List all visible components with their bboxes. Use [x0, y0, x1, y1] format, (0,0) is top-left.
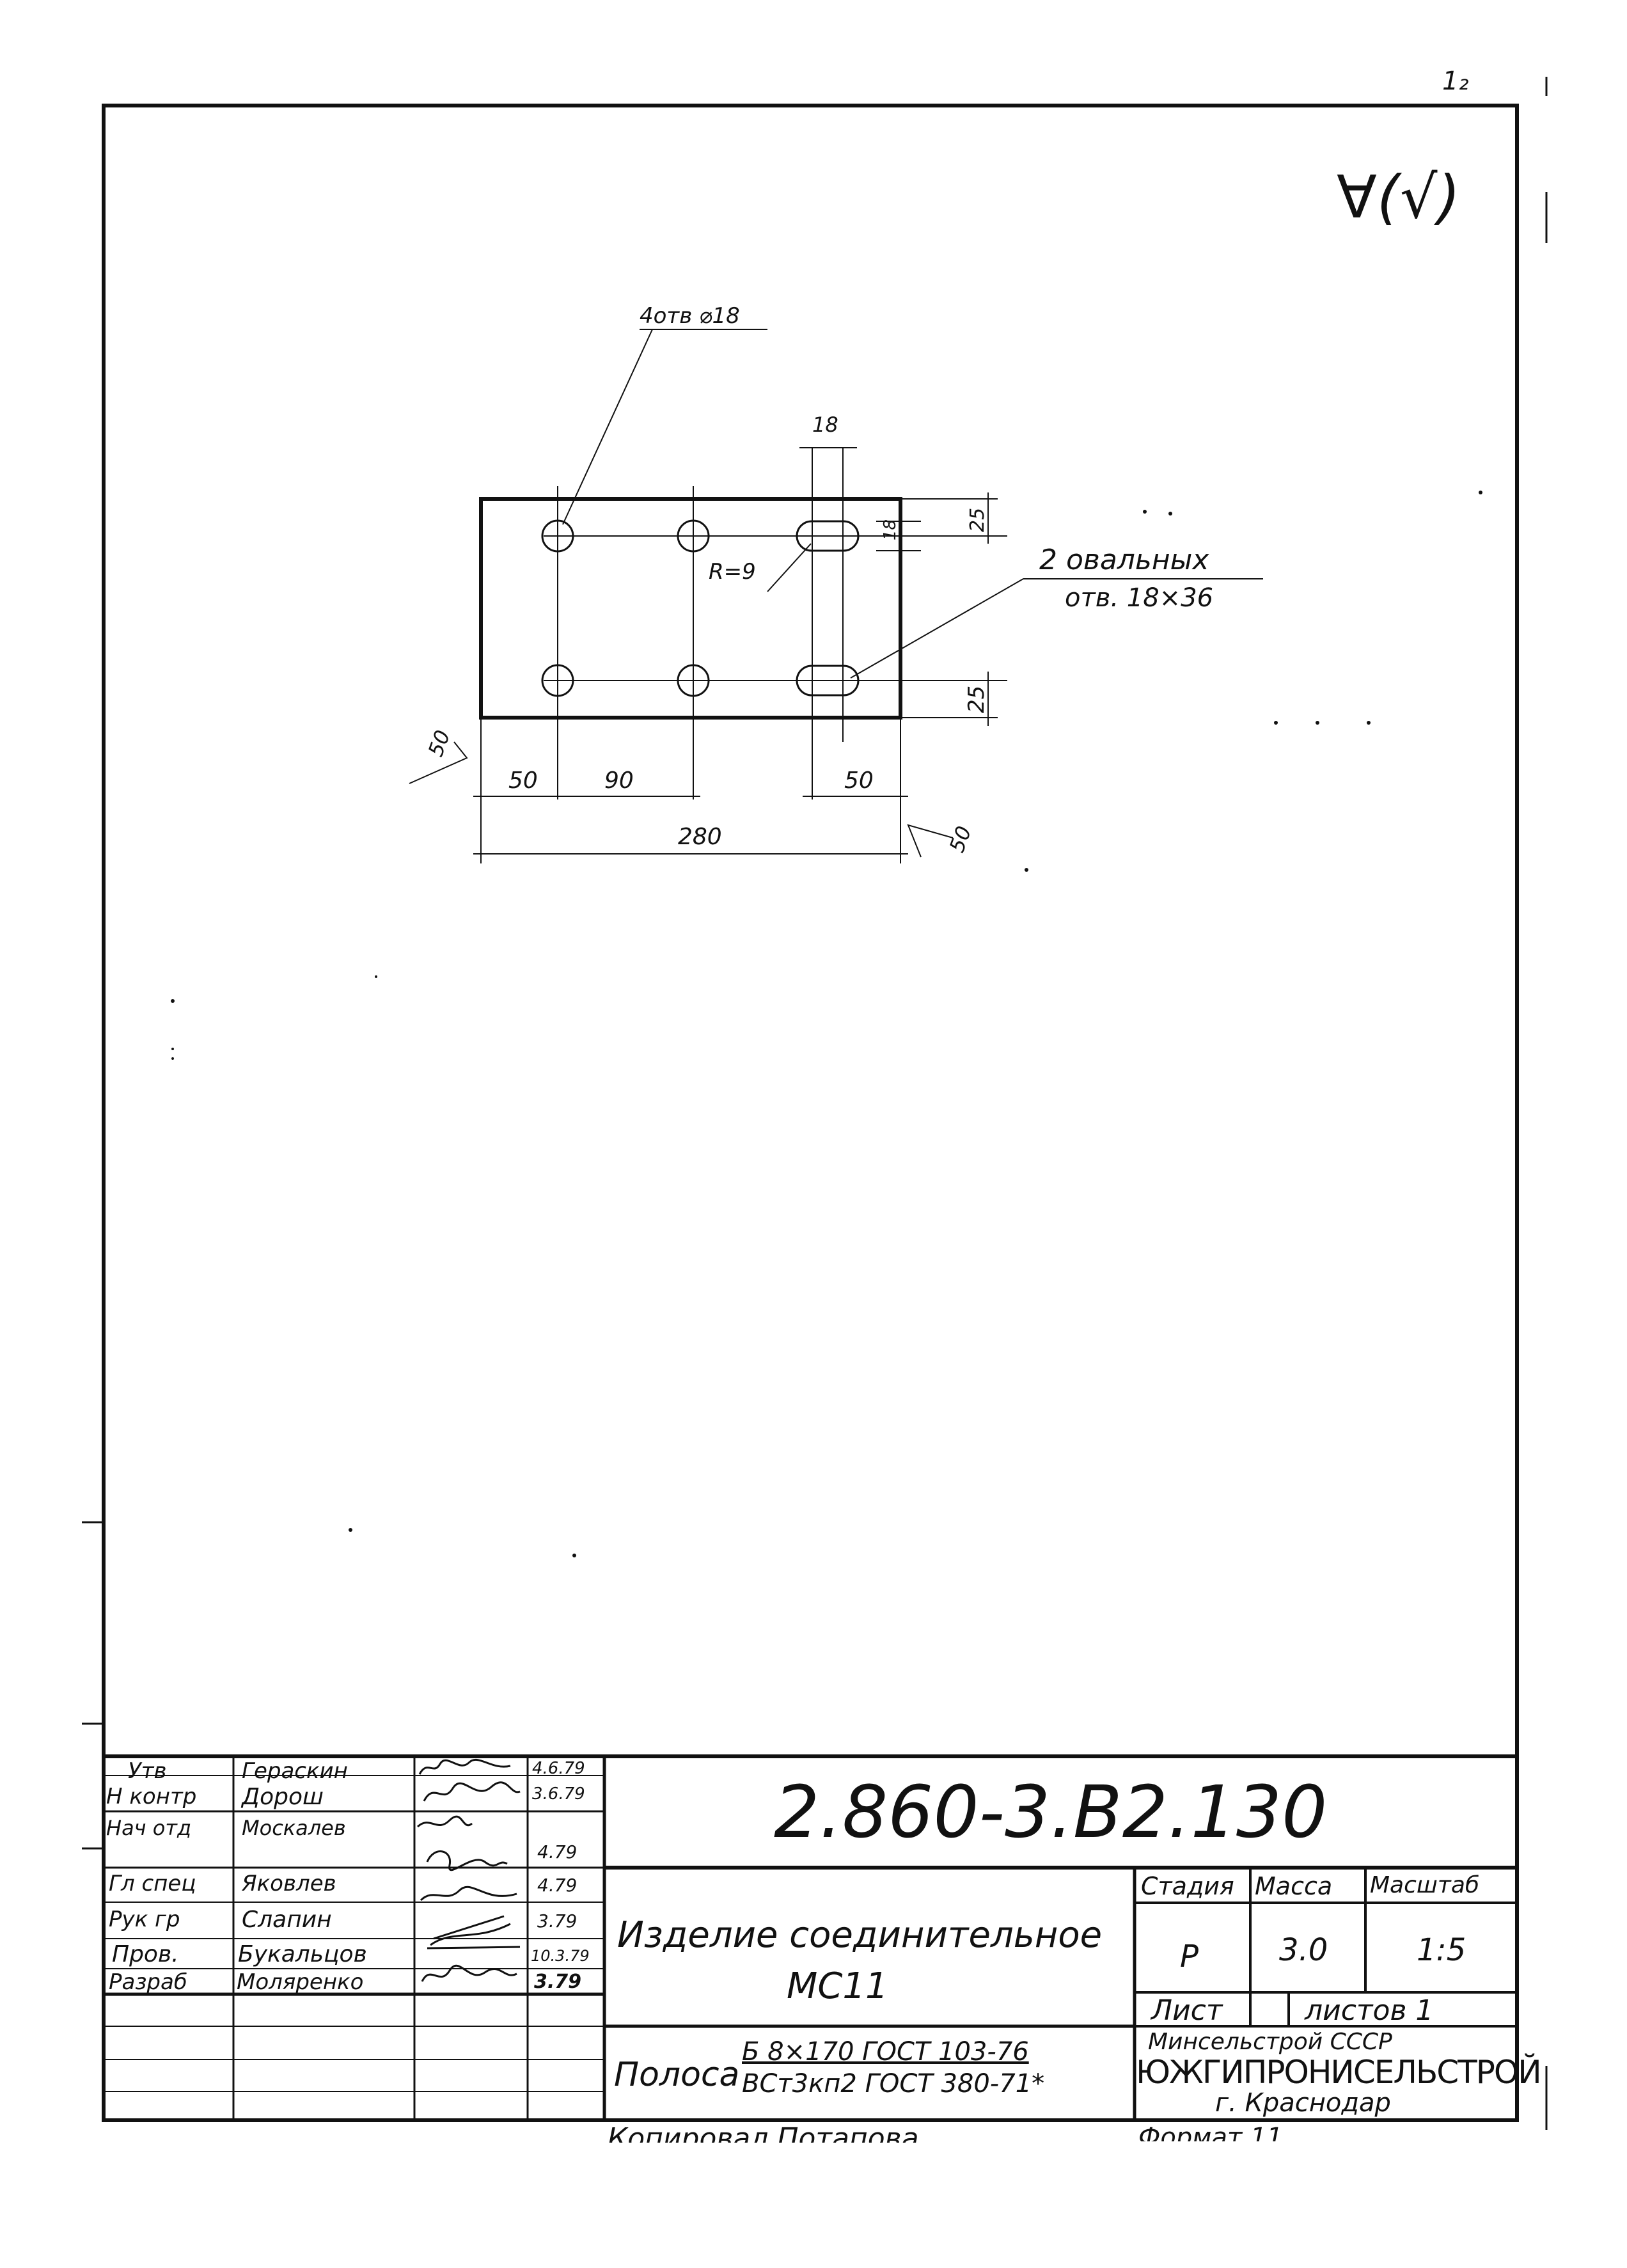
dimension-50-right: 50 [844, 768, 874, 794]
staff-name: Моляренко [237, 1969, 364, 1995]
mass-value: 3.0 [1279, 1932, 1328, 1968]
staff-name: Яковлев [242, 1871, 336, 1896]
staff-role: Нач отд [106, 1816, 192, 1840]
org-line3: г. Краснодар [1215, 2088, 1391, 2118]
oval-hole [796, 520, 860, 552]
staff-date: 3.79 [534, 1971, 582, 1993]
weld-label-left: 50 [423, 727, 455, 759]
staff-name: Букальцов [238, 1941, 367, 1967]
org-line1: Минсельстрой СССР [1148, 2029, 1392, 2055]
staff-name: Дорош [242, 1784, 324, 1810]
weld-mark-right [907, 824, 954, 858]
staff-date: 4.79 [537, 1875, 578, 1896]
oval-callout-line1: 2 овальных [1039, 544, 1209, 576]
oval-callout-line2: отв. 18×36 [1065, 583, 1213, 613]
dimension-50-left: 50 [508, 768, 538, 794]
round-hole [541, 664, 574, 697]
radius-label: R=9 [709, 559, 756, 585]
staff-date: 3.6.79 [532, 1784, 585, 1804]
staff-role: Разраб [109, 1969, 187, 1995]
staff-date: 4.79 [537, 1841, 578, 1862]
stage-header: Стадия [1141, 1872, 1234, 1900]
staff-name: Слапин [242, 1907, 332, 1933]
scale-value: 1:5 [1417, 1932, 1466, 1968]
staff-role: Утв [128, 1758, 167, 1784]
org-line2: ЮЖГИПРОНИСЕЛЬСТРОЙ [1136, 2054, 1542, 2091]
sheets-label: листов 1 [1305, 1994, 1434, 2027]
dimension-280: 280 [678, 824, 722, 850]
item-name-line2: МС11 [787, 1965, 888, 2007]
plate-outline [479, 497, 902, 720]
holes-leader [562, 329, 654, 525]
staff-date: 3.79 [537, 1910, 578, 1932]
staff-date: 4.6.79 [532, 1759, 585, 1778]
staff-name: Москалев [242, 1816, 346, 1840]
dimension-18-top: 18 [812, 413, 838, 437]
dimension-90: 90 [604, 768, 634, 794]
signatures [416, 1758, 521, 1982]
oval-leader [850, 578, 1024, 679]
staff-role: Гл спец [109, 1871, 196, 1896]
designation: 2.860-3.В2.130 [774, 1771, 1328, 1854]
round-hole [677, 664, 710, 697]
scan-specks [171, 491, 1482, 1557]
radius-leader [767, 543, 812, 592]
weld-label-right: 50 [945, 823, 977, 855]
staff-role: Н контр [106, 1784, 197, 1809]
format-label: Формат 11 [1138, 2125, 1283, 2141]
staff-date: 10.3.79 [531, 1947, 590, 1965]
material-prefix: Полоса [614, 2056, 740, 2094]
oval-hole [796, 665, 860, 697]
corner-mark: 1₂ [1442, 67, 1468, 96]
part-drawing [409, 329, 1263, 863]
material-bottom: ВСт3кп2 ГОСТ 380-71* [742, 2069, 1045, 2099]
staff-role: Рук гр [109, 1907, 180, 1932]
title-block-grid [104, 1754, 1517, 2120]
stage-value: Р [1180, 1939, 1199, 1974]
round-hole [541, 519, 574, 553]
holes-callout: 4отв ⌀18 [640, 303, 740, 329]
dimension-18-side: 18 [881, 519, 900, 540]
scale-header: Масштаб [1370, 1872, 1480, 1898]
copied-by: Копировал Потапова [608, 2125, 919, 2143]
staff-role: Пров. [112, 1941, 179, 1967]
sheet-label: Лист [1151, 1994, 1223, 2027]
mass-header: Масса [1255, 1872, 1333, 1900]
weld-mark-left [409, 741, 468, 784]
material-top: Б 8×170 ГОСТ 103-76 [742, 2037, 1029, 2067]
item-name-line1: Изделие соединительное [617, 1914, 1103, 1956]
roughness-mark: ∀(√) [1337, 163, 1460, 232]
round-hole [677, 519, 710, 553]
dimension-25-top: 25 [966, 508, 989, 532]
staff-name: Гераскин [242, 1758, 348, 1784]
dimension-25-bottom: 25 [964, 686, 989, 713]
sheet-frame [102, 104, 1519, 2122]
